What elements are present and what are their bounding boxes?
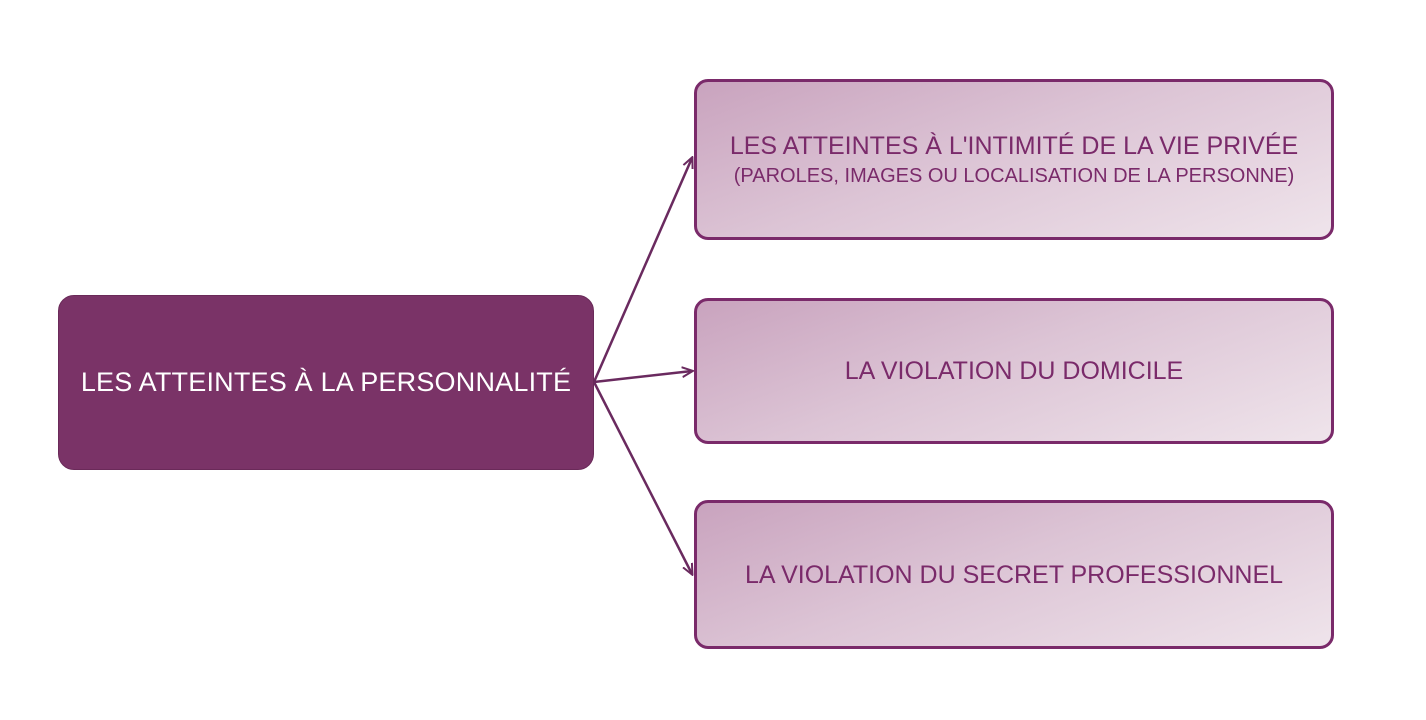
child-node-privacy-subtitle: (PAROLES, IMAGES OU LOCALISATION DE LA P… xyxy=(733,164,1295,187)
child-node-domicile: LA VIOLATION DU DOMICILE xyxy=(694,298,1334,444)
connector-arrow-3 xyxy=(592,381,692,574)
child-node-professional-secret-title: LA VIOLATION DU SECRET PROFESSIONNEL xyxy=(744,560,1284,589)
child-node-privacy: LES ATTEINTES À L'INTIMITÉ DE LA VIE PRI… xyxy=(694,79,1334,240)
root-node-label: LES ATTEINTES À LA PERSONNALITÉ xyxy=(80,367,572,397)
connector-arrow-1 xyxy=(592,158,692,383)
child-node-domicile-title: LA VIOLATION DU DOMICILE xyxy=(844,357,1184,385)
child-node-professional-secret: LA VIOLATION DU SECRET PROFESSIONNEL xyxy=(694,500,1334,649)
child-node-privacy-title: LES ATTEINTES À L'INTIMITÉ DE LA VIE PRI… xyxy=(729,131,1299,160)
connector-arrow-2 xyxy=(593,371,692,384)
root-node: LES ATTEINTES À LA PERSONNALITÉ xyxy=(58,295,594,470)
